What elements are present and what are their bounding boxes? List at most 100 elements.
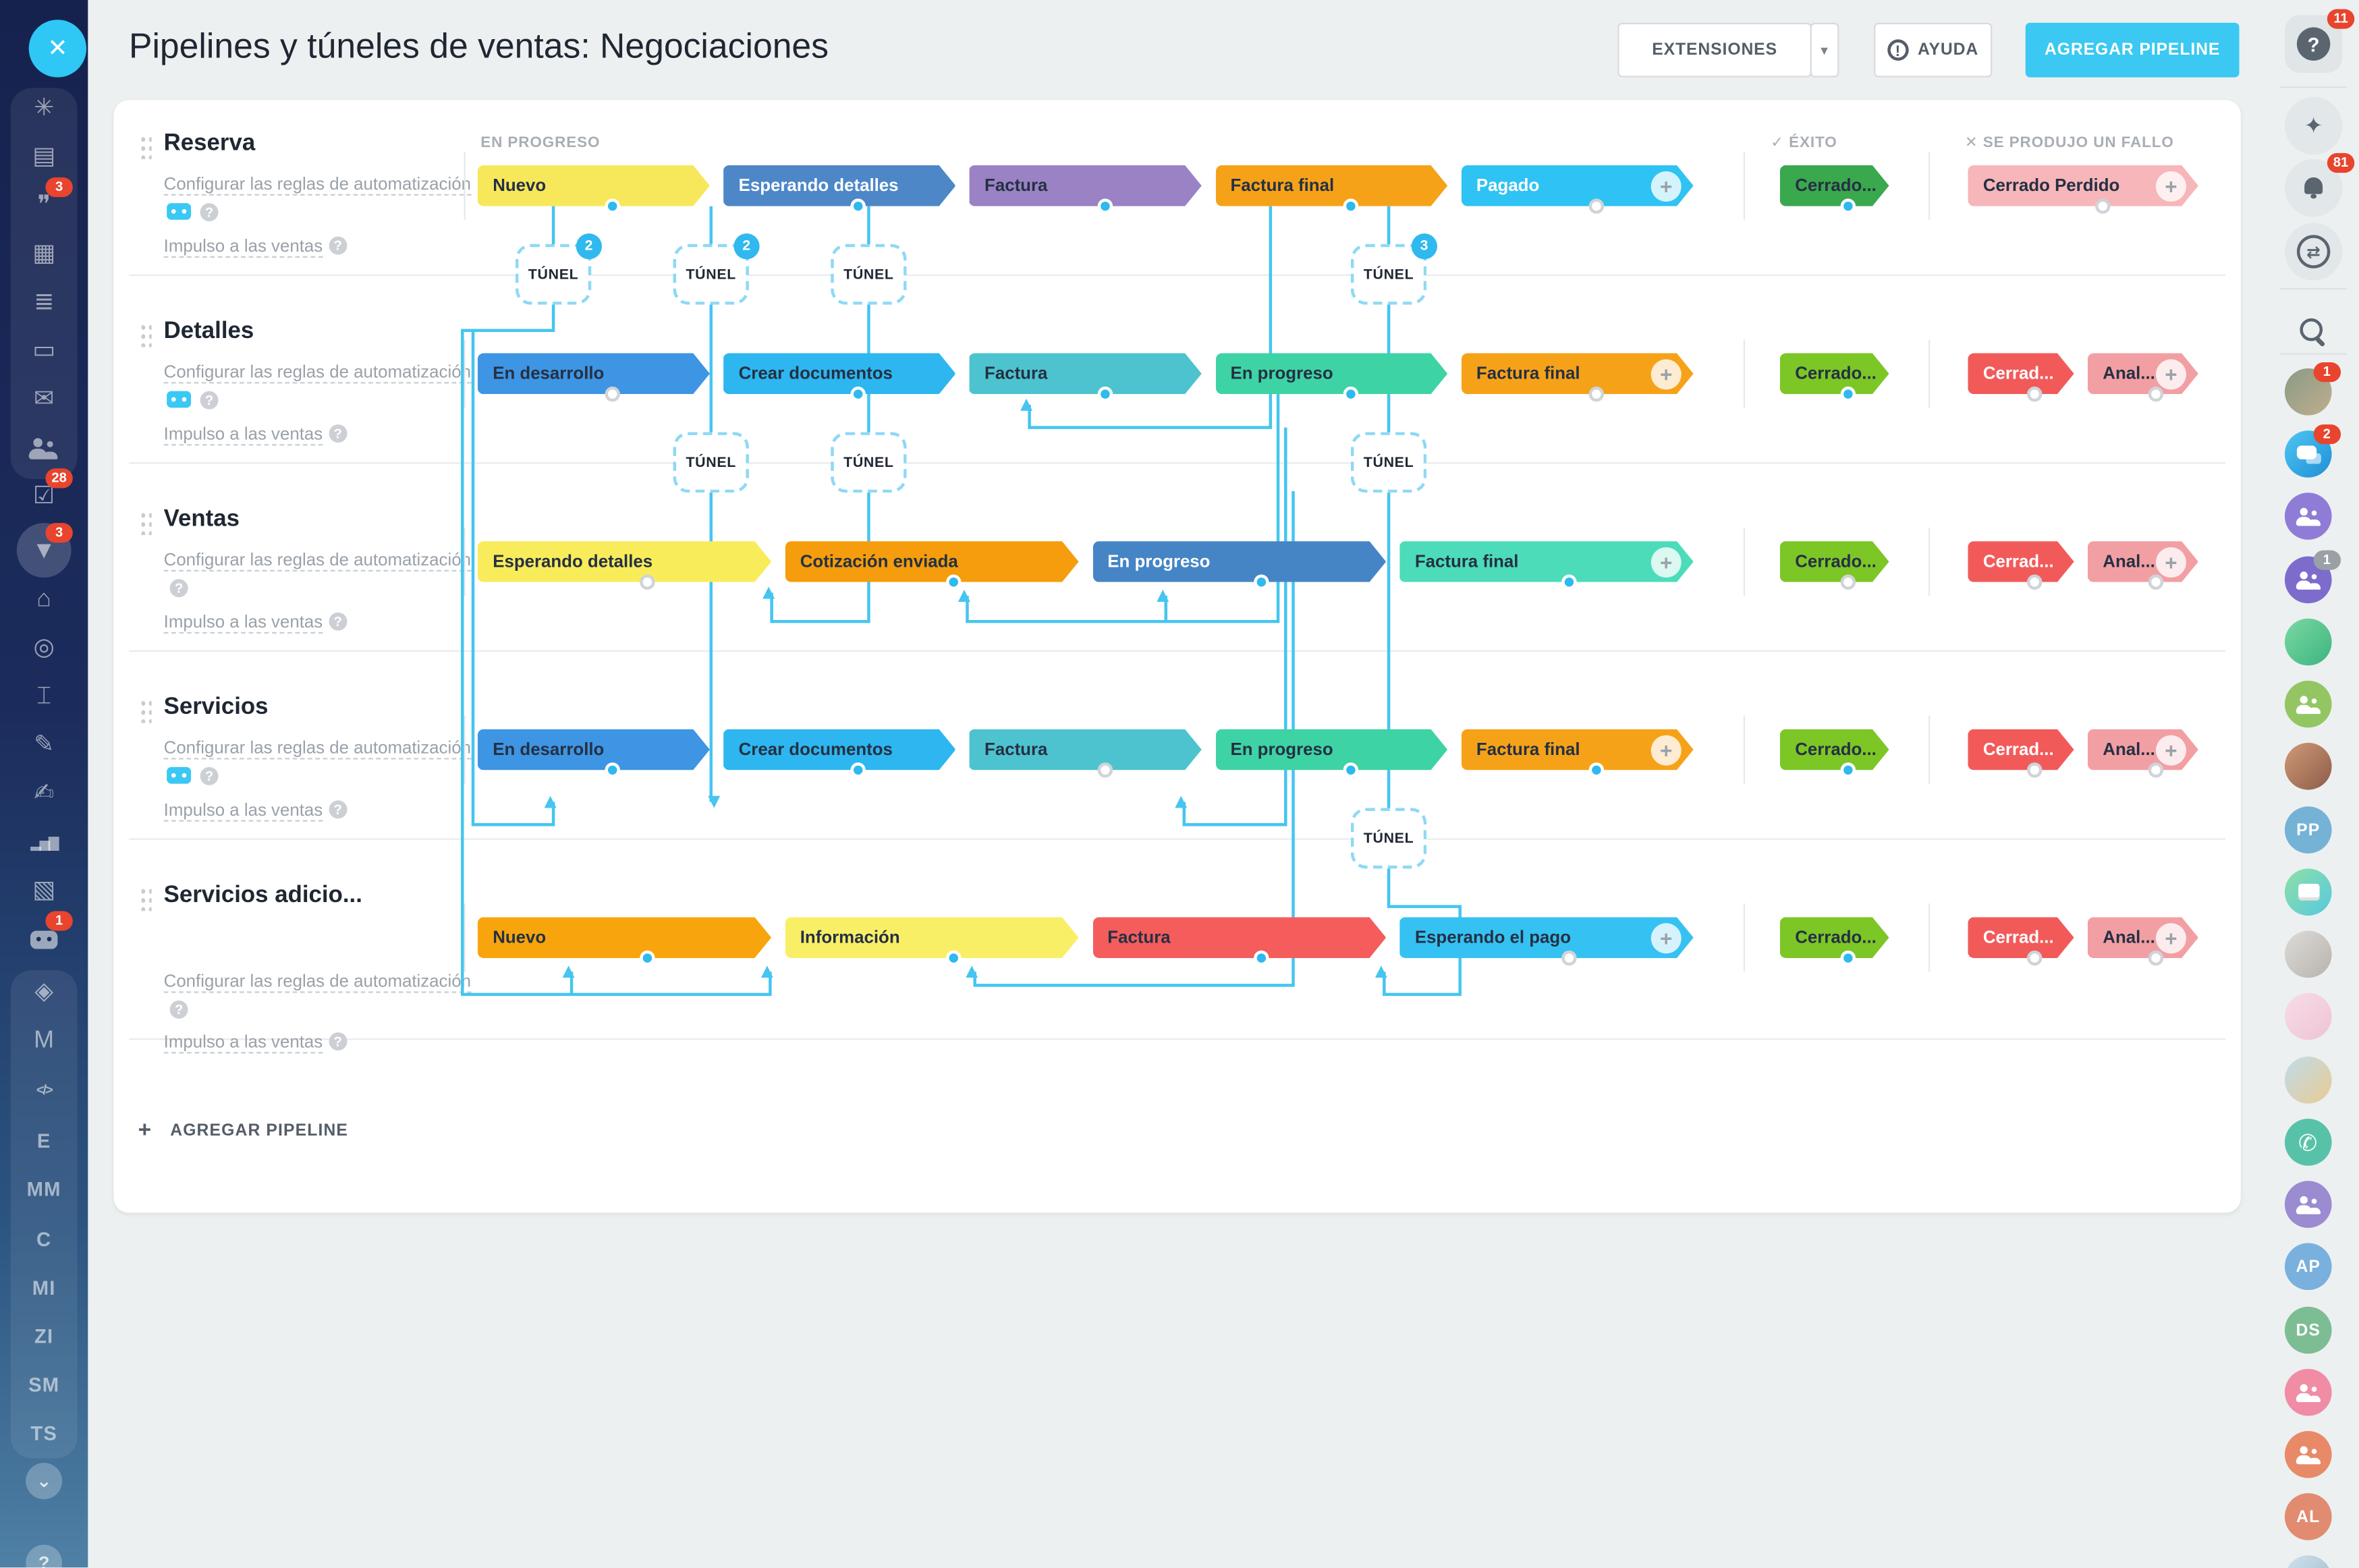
crm-icon[interactable]: ▼3 xyxy=(0,523,88,578)
sales-boost-link[interactable]: Impulso a las ventas? xyxy=(163,422,475,451)
stage-chip[interactable]: Factura xyxy=(970,354,1202,395)
target-icon[interactable]: ◎ xyxy=(0,626,88,671)
workspace-mi[interactable]: MI xyxy=(0,1264,88,1310)
stage-connector-dot[interactable] xyxy=(2148,574,2164,590)
stage-chip[interactable]: Crear documentos xyxy=(723,729,955,771)
translate-button[interactable]: ⇄ xyxy=(2284,223,2343,281)
stage-connector-dot[interactable] xyxy=(1839,762,1856,778)
tunnel-chip[interactable]: TÚNEL xyxy=(831,432,907,493)
chart-icon[interactable]: ▂▅▇ xyxy=(0,820,88,866)
stage-chip[interactable]: Cotización enviada xyxy=(785,541,1078,582)
workspace-mm[interactable]: MM xyxy=(0,1166,88,1211)
tunnel-chip[interactable]: TÚNEL xyxy=(1350,808,1427,869)
stage-chip[interactable]: Nuevo xyxy=(478,165,710,206)
initials-avatar[interactable]: PP xyxy=(2284,806,2332,853)
stage-connector-dot[interactable] xyxy=(2148,386,2164,402)
code-icon[interactable]: </> xyxy=(0,1067,88,1113)
stage-connector-dot[interactable] xyxy=(1588,762,1605,778)
stage-chip[interactable]: Cerrado... xyxy=(1780,354,1889,395)
copilot-button[interactable]: ✦ xyxy=(2284,96,2343,155)
chat-avatar[interactable]: 2 xyxy=(2284,424,2341,478)
stage-connector-dot[interactable] xyxy=(2026,574,2042,590)
initials-avatar[interactable]: DS xyxy=(2284,1306,2332,1354)
stage-chip[interactable]: Factura final+ xyxy=(1461,729,1693,771)
configure-automation-link[interactable]: Configurar las reglas de automatización? xyxy=(163,547,475,605)
stage-chip[interactable]: Factura final+ xyxy=(1461,354,1693,395)
stage-connector-dot[interactable] xyxy=(1097,386,1113,402)
stage-connector-dot[interactable] xyxy=(946,574,962,590)
stage-chip[interactable]: Cerrado... xyxy=(1780,541,1889,582)
stage-chip[interactable]: Esperando detalles xyxy=(723,165,955,206)
add-pipeline-link[interactable]: + AGREGAR PIPELINE xyxy=(138,1117,348,1143)
stage-connector-dot[interactable] xyxy=(2148,762,2164,778)
stage-connector-dot[interactable] xyxy=(1254,574,1269,590)
stage-connector-dot[interactable] xyxy=(851,386,866,402)
stage-chip[interactable]: Cerrad... xyxy=(1968,354,2074,395)
help-hint-icon[interactable]: ? xyxy=(200,766,219,785)
configure-automation-link[interactable]: Configurar las reglas de automatización? xyxy=(163,359,475,416)
stage-chip[interactable]: Cerrado... xyxy=(1780,165,1889,206)
sales-boost-link[interactable]: Impulso a las ventas? xyxy=(163,797,475,827)
drag-handle-icon[interactable] xyxy=(139,698,152,723)
add-stage-icon[interactable]: + xyxy=(1651,735,1682,765)
add-stage-icon[interactable]: + xyxy=(2156,922,2186,953)
group-avatar[interactable] xyxy=(2284,493,2332,540)
drag-handle-icon[interactable] xyxy=(139,887,152,912)
stage-connector-dot[interactable] xyxy=(1097,762,1113,778)
stage-chip[interactable]: Esperando el pago+ xyxy=(1399,917,1693,958)
help-icon[interactable]: ? xyxy=(0,1540,88,1568)
group-avatar[interactable] xyxy=(2284,680,2332,728)
stage-chip[interactable]: En desarrollo xyxy=(478,354,710,395)
stage-chip[interactable]: Cerrad... xyxy=(1968,917,2074,958)
group-avatar[interactable] xyxy=(2284,1181,2332,1228)
add-pipeline-button[interactable]: AGREGAR PIPELINE xyxy=(2025,22,2240,78)
group-avatar[interactable]: 1 xyxy=(2284,550,2341,604)
workspace-e[interactable]: E xyxy=(0,1117,88,1163)
mail-icon[interactable]: ✉ xyxy=(0,377,88,422)
tunnel-chip[interactable]: TÚNEL xyxy=(673,432,749,493)
stage-chip[interactable]: Factura final xyxy=(1215,165,1447,206)
avatar-photo[interactable] xyxy=(2284,1057,2332,1104)
drive-icon[interactable]: ▭ xyxy=(0,329,88,374)
stage-chip[interactable]: Cerrado Perdido+ xyxy=(1968,165,2198,206)
avatar-chart[interactable] xyxy=(2284,992,2332,1040)
help-hint-icon[interactable]: ? xyxy=(169,1000,188,1019)
stage-chip[interactable]: En progreso xyxy=(1092,541,1386,582)
workspace-c[interactable]: C xyxy=(0,1216,88,1261)
tunnel-chip[interactable]: TÚNEL xyxy=(1350,432,1427,493)
tunnel-chip[interactable]: TÚNEL xyxy=(831,244,907,305)
add-stage-icon[interactable]: + xyxy=(2156,735,2186,765)
stage-chip[interactable]: Factura xyxy=(970,165,1202,206)
stage-connector-dot[interactable] xyxy=(851,198,866,214)
pipeline-name[interactable]: Servicios xyxy=(163,694,269,721)
stage-chip[interactable]: Cerrado... xyxy=(1780,917,1889,958)
stage-connector-dot[interactable] xyxy=(1343,198,1358,214)
add-stage-icon[interactable]: + xyxy=(1651,171,1682,201)
feed-icon[interactable]: ✳ xyxy=(0,86,88,132)
add-stage-icon[interactable]: + xyxy=(2156,547,2186,577)
avatar-photo[interactable] xyxy=(2284,742,2332,790)
stage-chip[interactable]: Nuevo xyxy=(478,917,771,958)
stage-chip[interactable]: Factura final+ xyxy=(1399,541,1693,582)
news-avatar[interactable] xyxy=(2284,868,2332,916)
help-hint-icon[interactable]: ? xyxy=(329,1032,348,1051)
avatar-photo[interactable] xyxy=(2284,1555,2332,1568)
stage-connector-dot[interactable] xyxy=(1561,950,1577,966)
stage-chip[interactable]: En progreso xyxy=(1215,729,1447,771)
drag-handle-icon[interactable] xyxy=(139,134,152,159)
avatar-photo[interactable]: 1 xyxy=(2284,362,2341,416)
people-icon[interactable] xyxy=(0,426,88,471)
stage-connector-dot[interactable] xyxy=(2026,762,2042,778)
contact-card-icon[interactable]: ▧ xyxy=(0,868,88,914)
avatar-photo[interactable] xyxy=(2284,930,2332,978)
stage-chip[interactable]: Anal...+ xyxy=(2088,541,2198,582)
stage-chip[interactable]: Factura xyxy=(970,729,1202,771)
stage-chip[interactable]: Anal...+ xyxy=(2088,917,2198,958)
stage-chip[interactable]: Anal...+ xyxy=(2088,729,2198,771)
stage-connector-dot[interactable] xyxy=(1588,198,1605,214)
stage-connector-dot[interactable] xyxy=(2094,198,2110,214)
chat-icon[interactable]: ❞3 xyxy=(0,177,88,229)
stage-chip[interactable]: En desarrollo xyxy=(478,729,710,771)
